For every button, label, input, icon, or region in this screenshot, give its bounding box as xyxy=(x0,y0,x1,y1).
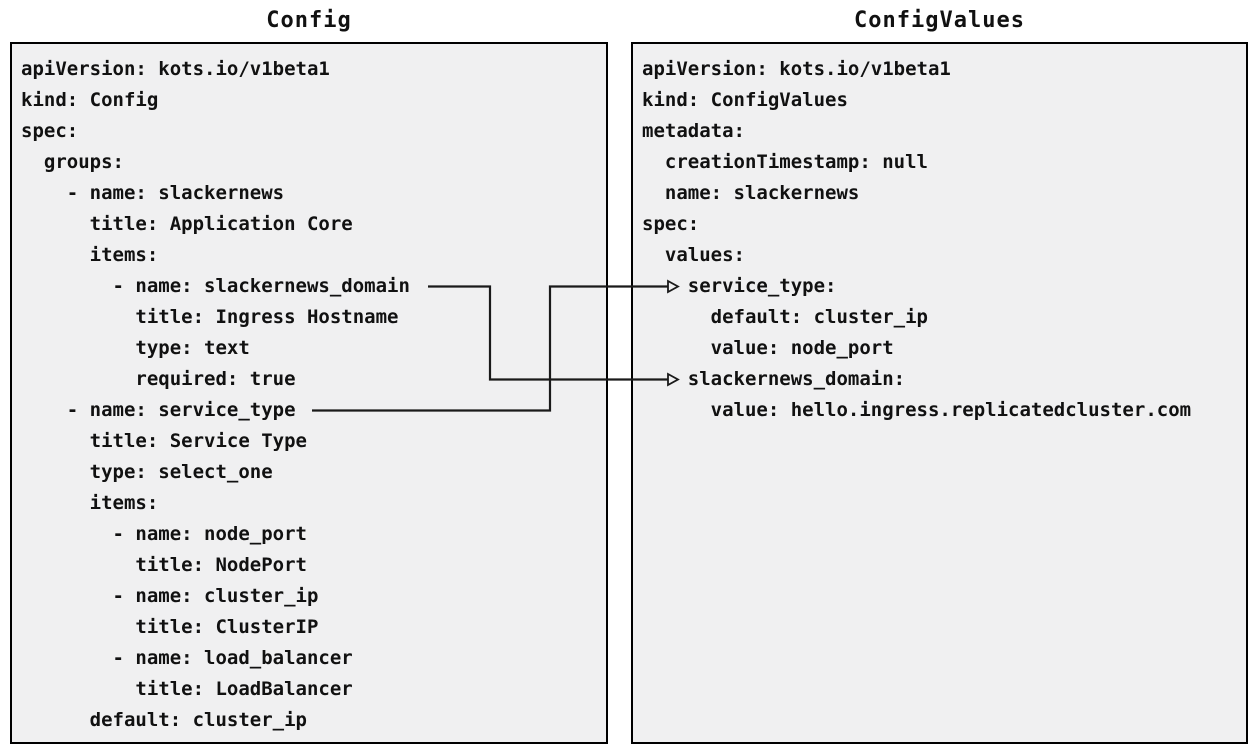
configvalues-yaml-code: apiVersion: kots.io/v1beta1 kind: Config… xyxy=(642,58,1192,421)
config-yaml-code: apiVersion: kots.io/v1beta1 kind: Config… xyxy=(21,58,410,731)
config-panel: apiVersion: kots.io/v1beta1 kind: Config… xyxy=(10,42,608,744)
configvalues-panel: apiVersion: kots.io/v1beta1 kind: Config… xyxy=(631,42,1248,744)
configvalues-panel-title: ConfigValues xyxy=(854,8,1025,33)
config-panel-title: Config xyxy=(266,8,352,33)
